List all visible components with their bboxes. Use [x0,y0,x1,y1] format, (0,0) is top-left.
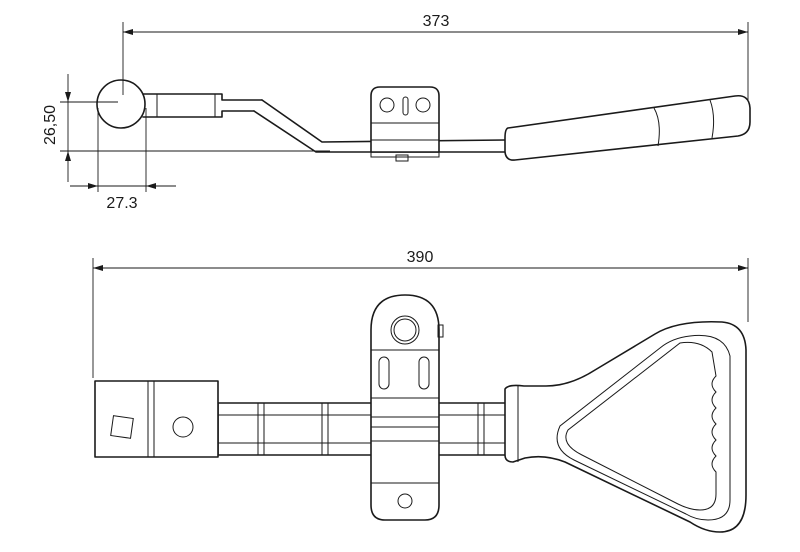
tube-ring [96,79,146,129]
plan-handle [504,320,747,533]
dimension-373: 373 [122,13,749,100]
dimension-390: 390 [92,249,749,378]
dimension-label-373: 373 [423,13,450,30]
dimension-label-27-3: 27.3 [106,195,137,212]
side-handle-grip [504,94,751,161]
side-view: 373 26,50 27.3 [42,13,751,212]
plan-bracket [370,294,444,521]
dimension-label-390: 390 [407,249,434,266]
dimension-26-50: 26,50 [42,74,330,182]
plan-view: 390 [92,249,749,533]
side-bracket [370,86,440,162]
dimension-27-3: 27.3 [70,108,176,212]
plan-arm [217,402,511,456]
plan-clamp-block [94,380,219,458]
dimension-label-26-50: 26,50 [42,105,59,145]
